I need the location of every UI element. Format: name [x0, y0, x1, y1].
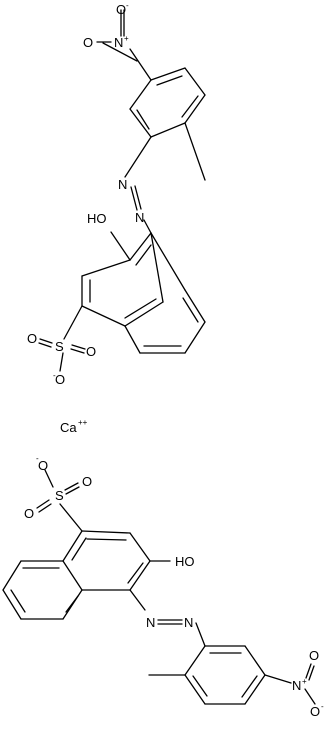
- lower-nitro-oxygen-bottom: O: [310, 704, 320, 719]
- upper-sulfur: S: [55, 339, 64, 354]
- upper-nitro-n-charge: +: [124, 34, 129, 43]
- upper-nitro-oxygen-top-charge: -: [126, 1, 129, 10]
- upper-methyl-bond: [184, 122, 206, 181]
- lower-azo-n1: N: [146, 615, 155, 630]
- upper-naphthalene: HO: [81, 211, 206, 354]
- calcium-ion: Ca ++: [60, 418, 88, 435]
- lower-sulfonate: O - S O O: [24, 454, 92, 532]
- calcium-symbol: Ca: [60, 420, 77, 435]
- upper-nitro-n: N: [114, 35, 123, 50]
- upper-sulfonate: S O O O -: [27, 305, 96, 387]
- upper-phenyl-ring: [129, 67, 206, 181]
- lower-molecule: O - S O O HO: [2, 454, 324, 719]
- lower-sulfonate-oxygen-top: O: [38, 458, 48, 473]
- upper-molecule: N + O - O N N: [27, 1, 206, 387]
- upper-sulfonate-oxygen-right: O: [86, 344, 96, 359]
- lower-naphthalene: HO: [2, 530, 195, 620]
- upper-nitro-oxygen-top: O: [116, 2, 126, 17]
- lower-sulfonate-charge: -: [36, 454, 39, 463]
- calcium-charge: ++: [78, 418, 88, 427]
- lower-sulfur: S: [55, 488, 64, 503]
- upper-nitro-group: N + O - O: [83, 1, 152, 81]
- lower-nitro-oxygen-top: O: [309, 648, 319, 663]
- lower-nitro-n-charge: +: [302, 677, 307, 686]
- upper-nitro-oxygen-left: O: [83, 35, 93, 50]
- lower-azo-linkage: N N: [129, 589, 206, 647]
- lower-hydroxyl: HO: [175, 554, 195, 569]
- lower-phenyl-ring: [148, 645, 266, 705]
- upper-sulfonate-oxygen-left: O: [27, 331, 37, 346]
- lower-sulfonate-oxygen-right: O: [82, 474, 92, 489]
- upper-azo-n1: N: [118, 177, 127, 192]
- upper-hydroxyl: HO: [87, 211, 107, 226]
- upper-sulfonate-charge: -: [53, 371, 56, 380]
- lower-nitro-oxygen-charge: -: [321, 702, 324, 711]
- lower-azo-n2: N: [184, 615, 193, 630]
- upper-ho-bond: [110, 231, 131, 261]
- lower-sulfonate-oxygen-left: O: [24, 506, 34, 521]
- lower-nitro-group: N + O O -: [264, 648, 324, 719]
- upper-azo-linkage: N N: [118, 136, 152, 234]
- upper-azo-n2: N: [135, 210, 144, 225]
- upper-sulfonate-oxygen-bottom: O: [55, 372, 65, 387]
- lower-nitro-n: N: [292, 678, 301, 693]
